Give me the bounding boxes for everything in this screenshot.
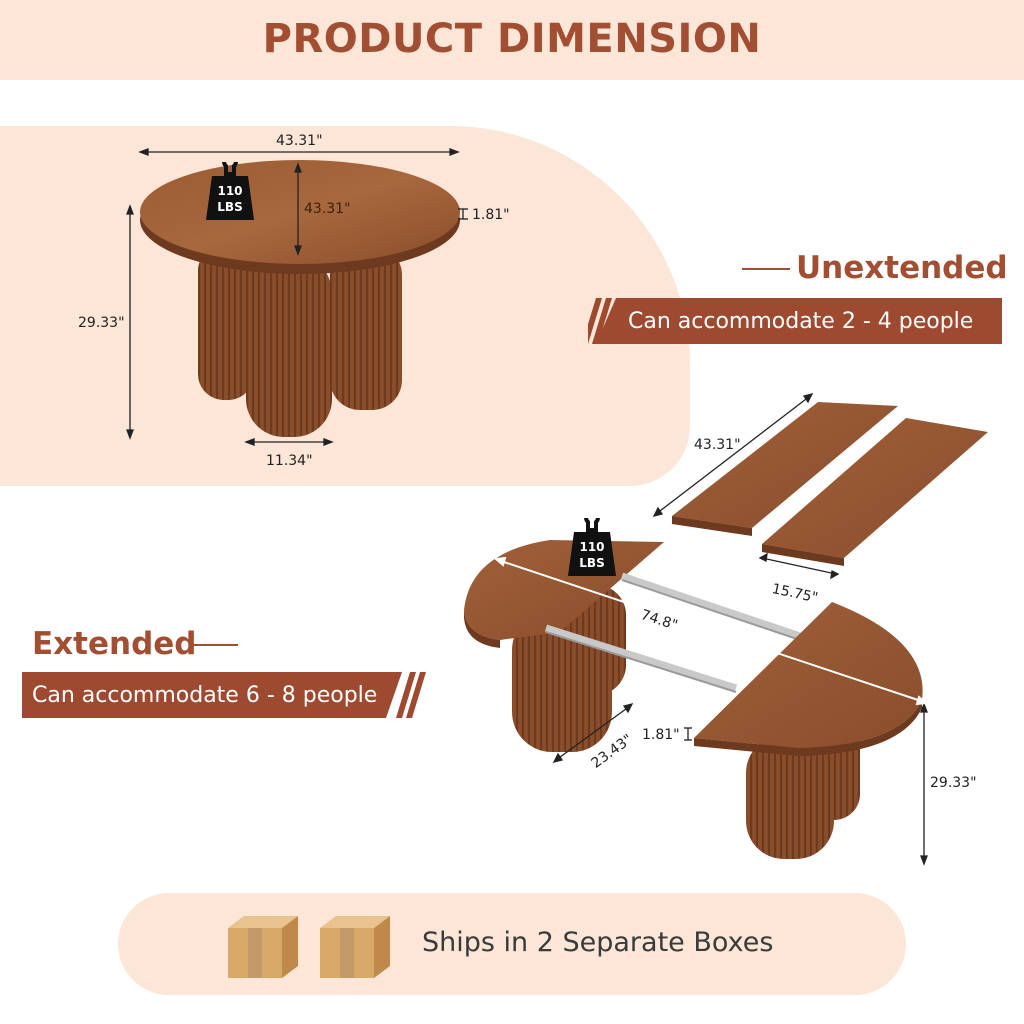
unextended-depth-label: 43.31" (304, 201, 351, 217)
weight-value: 110 (579, 540, 605, 554)
unextended-heading: Unextended (796, 250, 1008, 286)
weight-icon (206, 162, 254, 220)
weight-icon (568, 518, 616, 576)
heading-dash (742, 268, 790, 270)
extended-heading: Extended (32, 626, 197, 662)
unextended-thickness-label: 1.81" (472, 207, 510, 223)
header-bar (0, 0, 1024, 80)
unextended-banner (588, 298, 1002, 344)
unextended-capacity: Can accommodate 2 - 4 people (628, 309, 974, 334)
extended-height-label: 29.33" (930, 775, 977, 791)
extended-capacity: Can accommodate 6 - 8 people (32, 683, 378, 708)
shipping-text: Ships in 2 Separate Boxes (422, 927, 774, 958)
heading-dash (190, 644, 238, 646)
page-title: PRODUCT DIMENSION (262, 16, 762, 62)
extended-thickness-label: 1.81" (642, 727, 680, 743)
weight-unit: LBS (217, 200, 243, 214)
weight-unit: LBS (579, 556, 605, 570)
weight-value: 110 (217, 184, 243, 198)
extended-banner (22, 672, 426, 718)
unextended-base-width-label: 11.34" (266, 453, 313, 469)
unextended-height-label: 29.33" (78, 315, 125, 331)
box-icon (228, 916, 390, 978)
unextended-width-label: 43.31" (276, 133, 323, 149)
extended-leaf-length-label: 43.31" (694, 437, 741, 453)
